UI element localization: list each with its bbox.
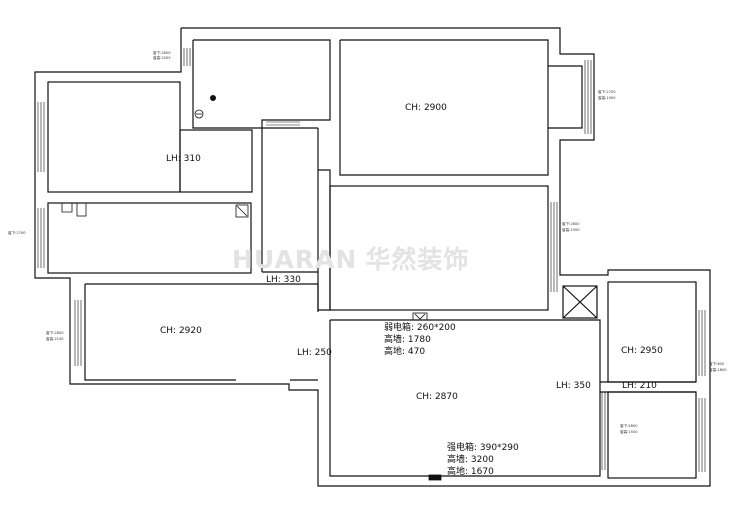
- beam-height-corridor: LH: 330: [266, 275, 301, 285]
- strong-box-wall-height: 高墙: 3200: [447, 455, 494, 465]
- interior-wall-line: [192, 39, 331, 129]
- window-west-bedroom: [74, 300, 82, 366]
- ceiling-height-west: CH: 2920: [160, 326, 202, 336]
- window-note: 窗下:2800: [562, 222, 580, 226]
- window-master-east: [584, 60, 592, 134]
- strong-box-size: 强电箱: 390*290: [447, 443, 519, 453]
- east-room-upper: [607, 281, 697, 383]
- strong-box-mark: [428, 474, 442, 481]
- window-west-upper: [37, 102, 45, 172]
- beam-height-living-east: LH: 350: [556, 381, 591, 391]
- window-note: 窗下:2700: [8, 231, 26, 235]
- beam-height-east: LH: 210: [622, 381, 657, 391]
- window-note: 窗下:2700: [598, 90, 616, 94]
- window-living-east: [601, 392, 606, 470]
- window-bedroom-two: [550, 202, 558, 292]
- window-note: 窗高:2100: [46, 337, 64, 341]
- window-note: 窗下:2800: [46, 331, 64, 335]
- beam-height-living-west: LH: 250: [297, 348, 332, 358]
- room-west-middle: [47, 202, 252, 274]
- master-bedroom-wall: [339, 39, 549, 176]
- west-bedroom-wall: [85, 283, 319, 312]
- bath-fixture: [61, 203, 73, 213]
- window-north: [183, 48, 191, 66]
- beam-height-nw: LH: 310: [166, 154, 201, 164]
- window-note: 窗高:1900: [562, 228, 580, 232]
- drain-fixture: [194, 109, 204, 119]
- master-closet-wall: [548, 65, 583, 129]
- window-note: 窗下:2800: [153, 51, 171, 55]
- ceiling-height-master: CH: 2900: [405, 103, 447, 113]
- weak-box-wall-height: 高墙: 1780: [384, 335, 431, 345]
- window-note: 窗高:1900: [598, 96, 616, 100]
- appliance-fixture: [235, 204, 249, 218]
- living-room-wall: [329, 319, 601, 477]
- east-room-lower: [607, 391, 697, 479]
- ceiling-height-living: CH: 2870: [416, 392, 458, 402]
- strong-box-floor-height: 高地: 1670: [447, 467, 494, 477]
- window-note: 窗高:1500: [620, 430, 638, 434]
- shaft-box: [562, 285, 598, 319]
- bath-fixture: [76, 202, 87, 217]
- window-note: 窗高:2000: [153, 56, 171, 60]
- window-west-lower: [37, 208, 45, 268]
- floor-drain: [209, 95, 216, 102]
- weak-box-size: 弱电箱: 260*200: [384, 323, 456, 333]
- weak-box-floor-height: 高地: 470: [384, 347, 426, 357]
- window-east-lower: [698, 398, 706, 472]
- window-note: 窗高:1800: [709, 368, 727, 372]
- ceiling-height-east: CH: 2950: [621, 346, 663, 356]
- west-bedroom-wall: [84, 284, 236, 381]
- corridor-wall: [317, 169, 331, 311]
- shaft-cross: [562, 285, 598, 319]
- exterior-wall: [34, 27, 711, 487]
- room-nw-outline: [47, 81, 181, 193]
- window-corridor-north: [266, 121, 300, 126]
- window-note: 窗下:2800: [620, 424, 638, 428]
- window-note: 窗下:600: [709, 362, 725, 366]
- weak-box-mark: [412, 312, 428, 321]
- window-east-upper: [698, 310, 706, 376]
- room-nw-inner: [179, 129, 253, 193]
